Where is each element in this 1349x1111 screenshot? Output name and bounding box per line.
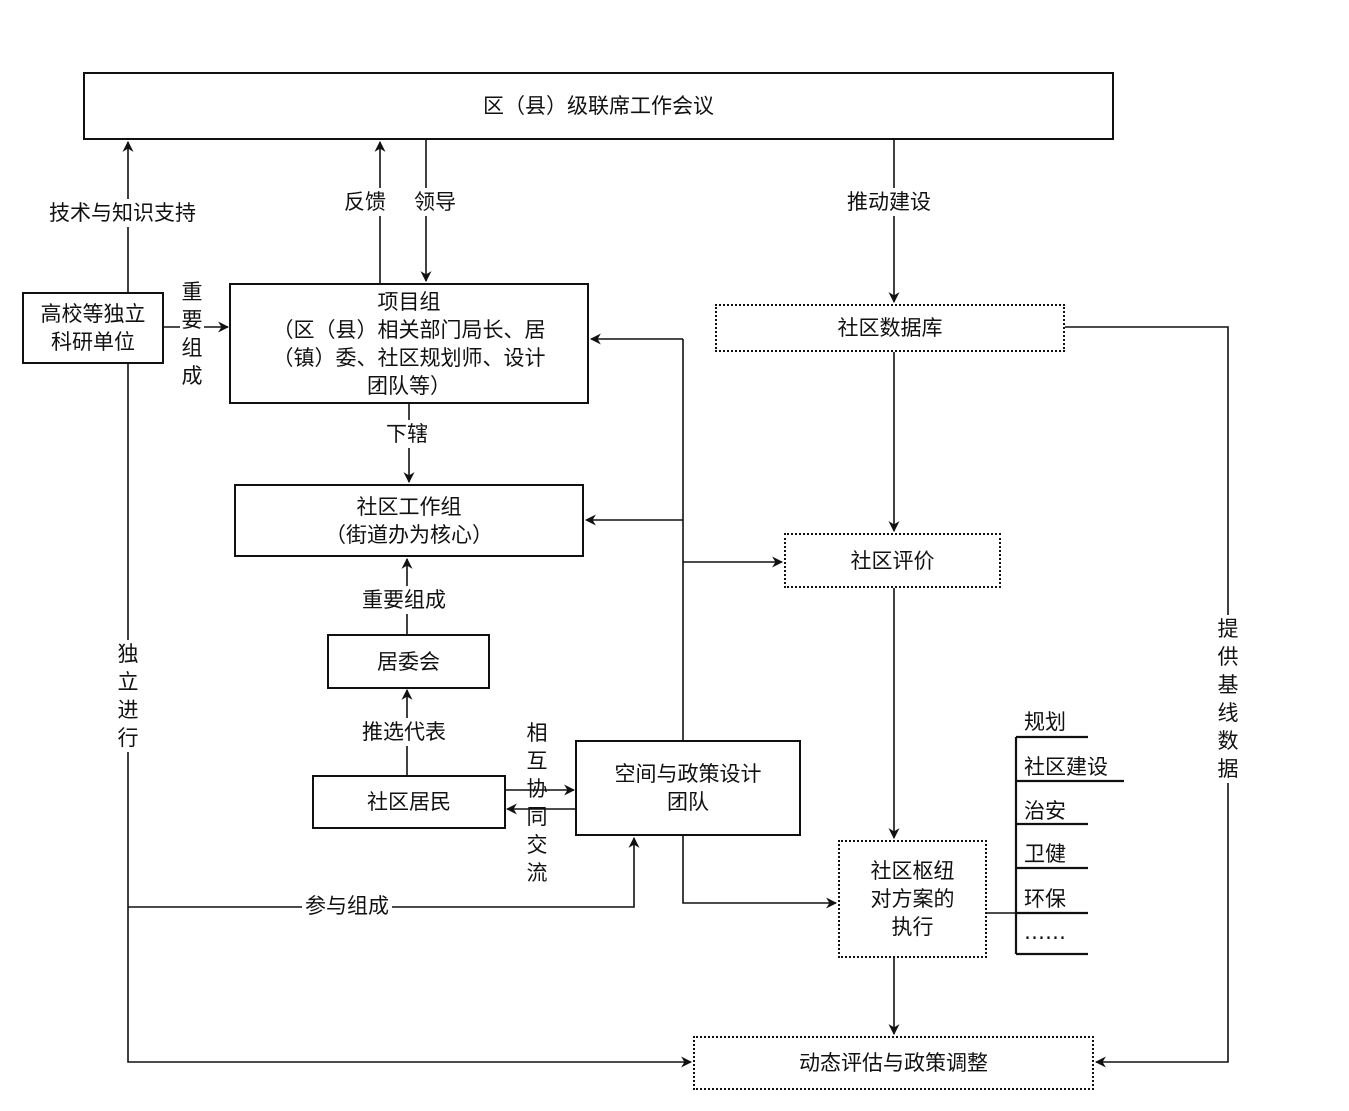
node-hub-execution: 社区枢纽 对方案的 执行 — [838, 840, 987, 958]
domain-item: 社区建设 — [1024, 755, 1108, 779]
node-work-group-line: 社区工作组 — [356, 494, 462, 519]
domain-item: 环保 — [1024, 887, 1066, 911]
node-community-database-label: 社区数据库 — [837, 316, 943, 340]
node-hub-execution-line: 执行 — [891, 915, 934, 939]
node-community-residents-label: 社区居民 — [367, 790, 451, 814]
node-university-line: 科研单位 — [51, 330, 135, 354]
node-hub-execution-line: 对方案的 — [870, 887, 955, 911]
edge-independent — [127, 364, 693, 1068]
node-community-database: 社区数据库 — [715, 304, 1065, 352]
label-subordinate: 下辖 — [386, 420, 428, 448]
label-important-compose-vertical: 重要组成 — [180, 278, 204, 390]
label-participate: 参与组成 — [302, 892, 392, 920]
node-district-meeting-label: 区（县）级联席工作会议 — [483, 94, 714, 118]
node-community-evaluation-label: 社区评价 — [850, 548, 935, 573]
edge-baseline — [1065, 326, 1229, 1068]
node-residents-committee: 居委会 — [327, 634, 490, 689]
label-important-compose: 重要组成 — [362, 586, 446, 614]
node-project-team-line: （区（县）相关部门局长、居 — [272, 317, 546, 342]
domain-item: …… — [1024, 920, 1066, 944]
node-design-team: 空间与政策设计 团队 — [575, 740, 801, 836]
node-district-meeting: 区（县）级联席工作会议 — [83, 72, 1114, 140]
node-design-team-line: 团队 — [667, 790, 709, 814]
node-project-team: 项目组 （区（县）相关部门局长、居 （镇）委、社区规划师、设计 团队等） — [229, 283, 589, 404]
node-project-team-line: 项目组 — [377, 289, 441, 314]
label-mutual-exchange: 相互协同交流 — [526, 721, 548, 885]
node-dynamic-adjustment-label: 动态评估与政策调整 — [799, 1051, 988, 1075]
label-tech-support: 技术与知识支持 — [49, 199, 196, 227]
node-university: 高校等独立 科研单位 — [22, 292, 164, 364]
node-work-group-line: （街道办为核心） — [325, 522, 493, 547]
node-community-residents: 社区居民 — [312, 775, 506, 829]
label-promote-build: 推动建设 — [847, 188, 931, 216]
domain-item: 治安 — [1024, 799, 1066, 823]
node-project-team-line: 团队等） — [367, 373, 451, 398]
node-hub-execution-line: 社区枢纽 — [870, 859, 955, 883]
domain-item: 规划 — [1024, 710, 1066, 734]
domain-item: 卫健 — [1024, 842, 1066, 866]
node-community-work-group: 社区工作组 （街道办为核心） — [234, 484, 584, 557]
label-lead: 领导 — [414, 188, 456, 216]
label-baseline: 提供基线数据 — [1216, 615, 1240, 783]
node-dynamic-adjustment: 动态评估与政策调整 — [693, 1036, 1094, 1090]
node-community-evaluation: 社区评价 — [784, 533, 1001, 588]
label-independent: 独立进行 — [116, 640, 140, 752]
label-feedback: 反馈 — [344, 188, 386, 216]
node-residents-committee-label: 居委会 — [377, 649, 440, 674]
node-university-line: 高校等独立 — [40, 302, 146, 326]
node-design-team-line: 空间与政策设计 — [614, 762, 762, 786]
node-project-team-line: （镇）委、社区规划师、设计 — [272, 345, 546, 370]
edge-design-hub — [682, 836, 838, 909]
label-elect-rep: 推选代表 — [362, 718, 446, 746]
edge-participate — [128, 836, 640, 908]
